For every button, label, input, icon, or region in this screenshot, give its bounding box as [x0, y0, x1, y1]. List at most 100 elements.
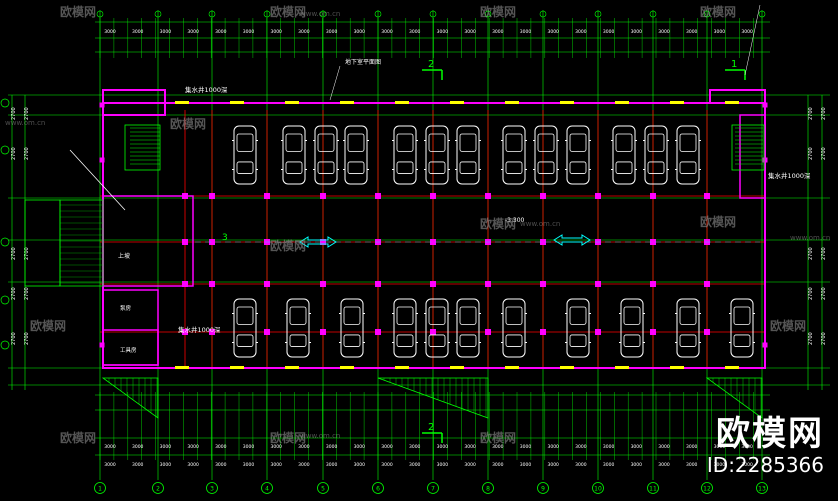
axis-bubble-number: 11 — [649, 486, 657, 493]
parked-car-top-windshield — [615, 133, 633, 152]
watermark-brand-repeat: 欧模网 — [270, 4, 306, 19]
wall-opening-mark — [450, 101, 464, 104]
label-ramp-slope: 上坡 — [118, 252, 130, 260]
dimension-label-bottom: 3000 — [215, 444, 227, 450]
parked-car-top — [675, 125, 701, 185]
traffic-arrow — [553, 234, 591, 246]
callout-leader-right — [744, 4, 761, 76]
dimension-label-top: 3000 — [132, 29, 144, 35]
parked-car-bottom — [232, 298, 258, 358]
structural-column — [182, 193, 188, 199]
parked-car-top — [501, 125, 527, 185]
parked-car-top-rear-window — [317, 161, 335, 174]
axis-bubble — [701, 482, 713, 494]
dimension-label-bottom: 3000 — [603, 444, 615, 450]
axis-bubble-top — [539, 10, 547, 18]
parked-car-bottom-body — [456, 298, 480, 358]
dimension-label-bottom: 3000 — [132, 462, 144, 468]
dimension-label-top: 3000 — [409, 29, 421, 35]
dimension-label-right: 2700 — [808, 247, 814, 260]
parked-car-bottom — [565, 298, 591, 358]
watermark-brand-repeat: 欧模网 — [770, 318, 806, 333]
wall-opening-mark — [285, 366, 299, 369]
wall-opening-mark — [230, 101, 244, 104]
structural-column — [762, 157, 768, 163]
structural-column — [650, 281, 656, 287]
entry-ramp-outer — [24, 199, 61, 287]
watermark-brand-repeat: 欧模网 — [270, 238, 306, 253]
ramp-diagonal-line — [69, 149, 126, 211]
ramp-bottom-center — [377, 377, 489, 419]
dimension-label-top: 3000 — [326, 29, 338, 35]
structural-column — [762, 102, 768, 108]
axis-bubble-number: 4 — [265, 486, 269, 493]
parked-car-top-rear-window — [505, 161, 523, 174]
axis-bubble-top — [154, 10, 162, 18]
dimension-label-right: 2700 — [821, 107, 827, 120]
parked-car-top-body — [456, 125, 480, 185]
parked-car-bottom-windshield — [396, 306, 414, 325]
parked-car-top-body — [233, 125, 257, 185]
dimension-label-bottom: 3000 — [326, 444, 338, 450]
axis-bubble-left — [0, 145, 10, 155]
axis-bubble-number: 12 — [703, 486, 711, 493]
parked-car-top-rear-window — [569, 161, 587, 174]
parked-car-bottom-body — [620, 298, 644, 358]
parked-car-top-body — [644, 125, 668, 185]
parked-car-bottom — [285, 298, 311, 358]
parked-car-bottom-rear-window — [569, 334, 587, 347]
wall-opening-mark — [395, 101, 409, 104]
dimension-label-bottom: 3000 — [547, 462, 559, 468]
stair-outline — [731, 124, 765, 171]
parked-car-bottom-windshield — [679, 306, 697, 325]
dimension-label-top: 3000 — [741, 29, 753, 35]
axis-bubble-number: 3 — [210, 486, 214, 493]
parked-car-top — [232, 125, 258, 185]
structural-column — [485, 281, 491, 287]
structural-column — [540, 193, 546, 199]
parked-car-bottom — [339, 298, 365, 358]
parked-car-bottom-rear-window — [343, 334, 361, 347]
dimension-label-bottom: 3000 — [243, 444, 255, 450]
axis-bubble-left — [0, 295, 10, 305]
structural-column — [762, 342, 768, 348]
structural-column — [650, 239, 656, 245]
parked-car-top-body — [566, 125, 590, 185]
dimension-label-left: 2700 — [11, 332, 17, 345]
dimension-label-bottom: 3000 — [437, 444, 449, 450]
axis-bubble-top — [594, 10, 602, 18]
structural-column — [540, 281, 546, 287]
label-elevation: -3.300 — [505, 217, 525, 224]
structural-column — [704, 193, 710, 199]
structural-column — [430, 281, 436, 287]
dimension-label-top: 3000 — [714, 29, 726, 35]
dimension-label-bottom: 3000 — [492, 444, 504, 450]
dimension-label-bottom: 3000 — [354, 444, 366, 450]
parked-car-top-body — [425, 125, 449, 185]
structural-column — [209, 329, 215, 335]
parked-car-top-windshield — [647, 133, 665, 152]
dimension-label-right: 2700 — [821, 287, 827, 300]
dimension-label-bottom: 3000 — [270, 462, 282, 468]
dimension-label-bottom: 3000 — [215, 462, 227, 468]
brand-id: ID:2285366 — [706, 453, 824, 477]
dimension-label-bottom: 3000 — [631, 444, 643, 450]
parked-car-top — [392, 125, 418, 185]
parked-car-bottom-body — [340, 298, 364, 358]
dimension-label-bottom: 3000 — [714, 462, 726, 468]
dimension-label-left: 2700 — [24, 247, 30, 260]
watermark-site-repeat: www.om.cn — [300, 432, 340, 440]
watermark-brand-repeat: 欧模网 — [480, 430, 516, 445]
parked-car-top — [343, 125, 369, 185]
parked-car-top-body — [344, 125, 368, 185]
parked-car-top-windshield — [285, 133, 303, 152]
axis-bubble — [592, 482, 604, 494]
wall-opening-mark — [615, 366, 629, 369]
dimension-label-bottom: 3000 — [464, 462, 476, 468]
axis-bubble-top — [649, 10, 657, 18]
structural-column — [99, 342, 105, 348]
parked-car-top-windshield — [679, 133, 697, 152]
parked-car-top-rear-window — [615, 161, 633, 174]
parked-car-bottom — [619, 298, 645, 358]
